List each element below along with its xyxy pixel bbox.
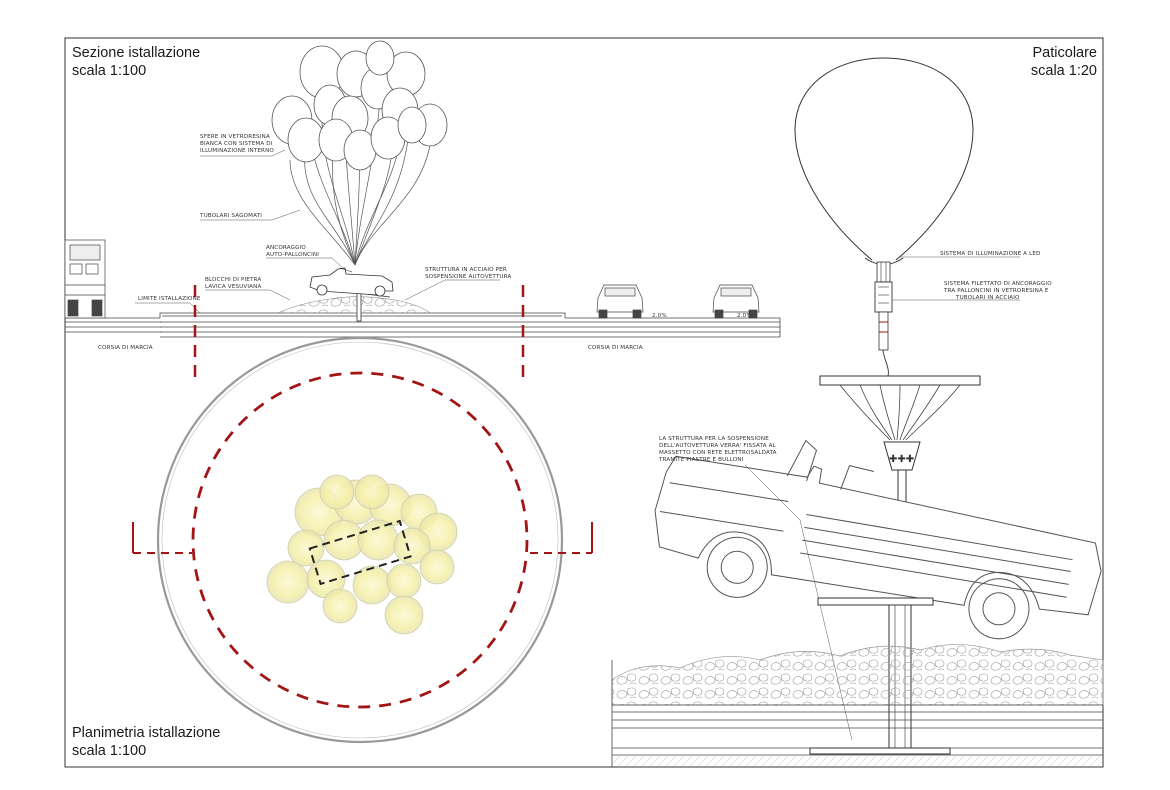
car-support-plate — [817, 597, 934, 606]
label-structure-line1: LA STRUTTURA PER LA SOSPENSIONE — [659, 436, 769, 442]
label-spheres-line1: SFERE IN VETRORESINA — [200, 134, 270, 140]
detail-view: SISTEMA DI ILLUMINAZIONE A LED SISTEMA F… — [611, 57, 1104, 767]
threaded-anchor — [874, 281, 893, 313]
steel-tube-upper — [878, 311, 889, 351]
label-structure-line4: TRAMITE PIASTRE E BULLONI — [658, 457, 744, 463]
detail-stone-bed — [611, 644, 1104, 706]
plan-title: Planimetria istallazione scala 1:100 — [72, 724, 220, 760]
section-title-line1: Sezione istallazione — [72, 45, 201, 61]
car-footprint-outline — [308, 519, 412, 586]
clamp-bolts: ✚✚✚ — [889, 454, 914, 465]
base-plate — [809, 747, 951, 755]
label-structure-line3: MASSETTO CON RETE ELETTROSALDATA — [659, 450, 777, 456]
section-marker-left — [132, 522, 192, 554]
sheet-border — [64, 37, 1104, 768]
plan-scale: scala 1:100 — [72, 743, 147, 759]
label-thread-line3: TUBOLARI IN ACCIAIO — [955, 295, 1020, 301]
road-section-right — [565, 317, 781, 337]
balloon-spheres-section — [271, 40, 448, 171]
label-slope-1: 2.0% — [652, 313, 667, 319]
tube-bundle — [839, 384, 961, 441]
detail-balloon — [794, 57, 974, 261]
truck-elevation — [64, 239, 106, 319]
plan-view — [132, 336, 593, 744]
detail-hatched-base — [612, 755, 1103, 767]
roundabout-inner-ring — [161, 341, 559, 739]
detail-title-line1: Paticolare — [1032, 45, 1097, 61]
label-steel-line1: STRUTTURA IN ACCIAIO PER — [425, 267, 507, 273]
label-structure-line2: DELL'AUTOVETTURA VERRA' FISSATA AL — [659, 443, 777, 449]
roundabout-outer-ring — [156, 336, 564, 744]
section-view: SFERE IN VETRORESINA BIANCA CON SISTEMA … — [64, 40, 781, 382]
section-leader-lines — [135, 149, 500, 314]
lava-stone-mound — [277, 296, 431, 314]
label-stones-line1: BLOCCHI DI PIETRA — [205, 277, 261, 283]
island-platform — [159, 312, 780, 338]
section-title: Sezione istallazione scala 1:100 — [72, 44, 200, 80]
label-led: SISTEMA DI ILLUMINAZIONE A LED — [940, 251, 1041, 257]
label-lane-left: CORSIA DI MARCIA — [98, 345, 153, 351]
label-spheres-line2: BIANCA CON SISTEMA DI — [200, 141, 273, 147]
led-housing — [876, 261, 891, 283]
suspended-car-detail — [654, 439, 1102, 640]
car-rear-view-2 — [712, 284, 760, 319]
section-marker-right — [530, 522, 593, 554]
label-spheres-line3: ILLUMINAZIONE INTERNO — [200, 148, 274, 154]
label-thread-line1: SISTEMA FILETTATO DI ANCORAGGIO — [944, 281, 1052, 287]
label-thread-line2: TRA PALLONCINI IN VETRORESINA E — [943, 288, 1049, 294]
label-lane-right: CORSIA DI MARCIA — [588, 345, 643, 351]
label-anchor-line2: AUTO-PALLONCINI — [266, 252, 319, 258]
road-section-left — [65, 317, 162, 333]
suspended-car-small — [309, 267, 394, 297]
label-anchor-line1: ANCORAGGIO — [266, 245, 306, 251]
section-scale: scala 1:100 — [72, 63, 147, 79]
label-slope-2: 2.0% — [737, 313, 752, 319]
detail-title: Paticolare scala 1:20 — [1031, 44, 1097, 80]
detail-scale: scala 1:20 — [1030, 63, 1097, 79]
label-stones-line2: LAVICA VESUVIANA — [205, 284, 261, 290]
plan-title-line1: Planimetria istallazione — [72, 725, 221, 741]
car-rear-view-1 — [596, 284, 644, 319]
label-limit: LIMITE ISTALLAZIONE — [138, 296, 201, 302]
label-steel-line2: SOSPENSIONE AUTOVETTURA — [425, 274, 511, 280]
collar-plate — [819, 375, 981, 386]
balloon-plan-cluster — [266, 474, 458, 635]
tube-clamp — [883, 441, 921, 471]
installation-limit-circle — [191, 371, 529, 709]
label-tubes: TUBOLARI SAGOMATI — [199, 213, 262, 219]
